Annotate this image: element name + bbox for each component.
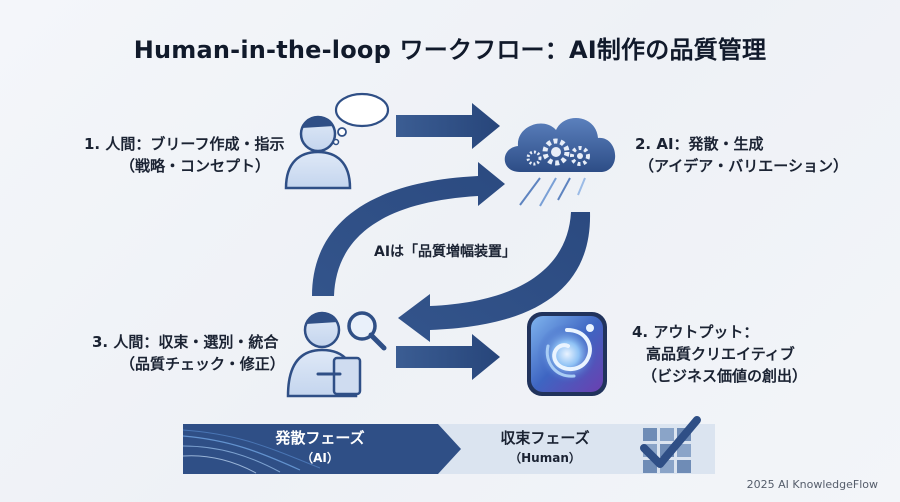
arc-arrow-step3-to-step2 (312, 162, 505, 296)
person-magnifier-tablet-icon (286, 311, 387, 398)
divergent-phase-label: 発散フェーズ （AI） (260, 428, 380, 468)
swirl-app-icon (527, 312, 607, 396)
step3-line1: 3. 人間：収束・選別・統合 (92, 333, 279, 351)
divergent-phase-actor: （AI） (301, 451, 339, 465)
step1-label: 1. 人間：ブリーフ作成・指示 （戦略・コンセプト） (84, 133, 284, 177)
step4-label: 4. アウトプット： 高品質クリエイティブ （ビジネス価値の創出） (632, 321, 807, 387)
step3-line2: （品質チェック・修正） (120, 355, 285, 373)
arrow-step3-to-step4 (396, 334, 500, 380)
footer-credit: 2025 AI KnowledgeFlow (746, 478, 878, 491)
page-title: Human-in-the-loop ワークフロー：AI制作の品質管理 (133, 36, 767, 64)
thinking-person-icon (284, 92, 390, 190)
step4-line3: （ビジネス価値の創出） (642, 367, 808, 385)
phase-bar (182, 424, 715, 474)
arc-arrow-step2-to-step3 (398, 212, 591, 342)
step3-label: 3. 人間：収束・選別・統合 （品質チェック・修正） (92, 331, 285, 375)
step4-line1: 4. アウトプット： (632, 323, 759, 341)
arrow-step1-to-step2 (396, 103, 500, 149)
step1-line1: 1. 人間：ブリーフ作成・指示 (84, 135, 285, 153)
center-label: AIは「品質増幅装置」 (374, 244, 517, 260)
step4-line2: 高品質クリエイティブ (646, 345, 795, 363)
checkmark-grid-icon (640, 416, 701, 473)
step2-label: 2. AI：発散・生成 （アイデア・バリエーション） (635, 133, 848, 177)
convergent-phase-name: 収束フェーズ (500, 429, 590, 447)
cloud-gears-icon (504, 118, 616, 207)
convergent-phase-actor: （Human） (509, 451, 581, 465)
step2-line2: （アイデア・バリエーション） (639, 157, 848, 175)
divergent-phase-name: 発散フェーズ (275, 429, 365, 447)
convergent-phase-label: 収束フェーズ （Human） (480, 428, 610, 468)
step1-line2: （戦略・コンセプト） (120, 157, 271, 175)
step2-line1: 2. AI：発散・生成 (635, 135, 764, 153)
